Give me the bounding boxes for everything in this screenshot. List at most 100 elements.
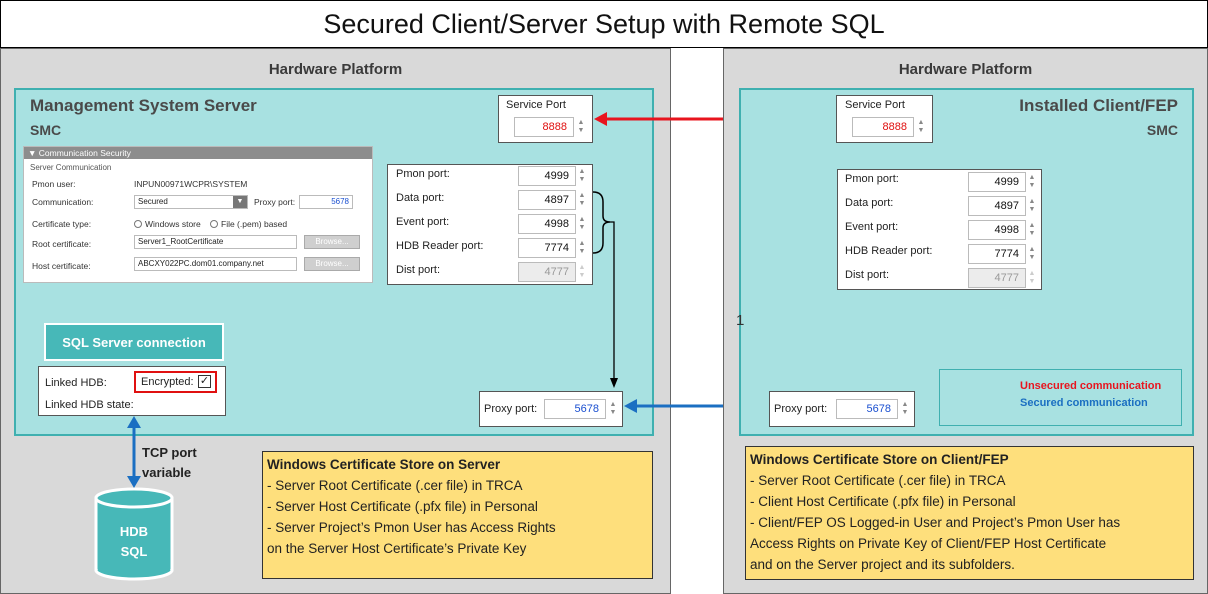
left-proxy-port-label: Proxy port: [484, 403, 538, 415]
spinner-icon[interactable]: ▲▼ [1028, 222, 1036, 237]
spinner-icon[interactable]: ▲▼ [1028, 246, 1036, 261]
linked-hdb-box: Linked HDB: Encrypted: ✓ Linked HDB stat… [38, 366, 226, 416]
right-proxy-port-input[interactable]: 5678 [836, 399, 898, 419]
radio-windows-store[interactable]: Windows store [134, 219, 201, 229]
client-title: Installed Client/FEP [1019, 96, 1178, 115]
legend-box: Unsecured communication Secured communic… [939, 369, 1182, 426]
stray-mark: 1 [736, 312, 745, 329]
linked-hdb-state-label: Linked HDB state: [45, 399, 134, 411]
right-platform-title: Hardware Platform [898, 61, 1033, 78]
root-browse-button[interactable]: Browse... [304, 235, 360, 249]
communication-label: Communication: [32, 197, 94, 207]
spinner-icon[interactable]: ▲▼ [917, 119, 925, 134]
radio-file-based[interactable]: File (.pem) based [210, 219, 287, 229]
diagram-title: Secured Client/Server Setup with Remote … [0, 0, 1208, 48]
legend-secured-label: Secured communication [1020, 397, 1148, 409]
root-certificate-label: Root certificate: [32, 239, 92, 249]
hdb-database-label: HDB SQL [119, 524, 149, 559]
encrypted-checkbox[interactable]: ✓ [198, 375, 211, 388]
left-event-port-input[interactable]: 4998 [518, 214, 576, 234]
client-cert-store-title: Windows Certificate Store on Client/FEP [750, 452, 1009, 467]
right-service-port-box: Service Port 8888 ▲▼ [836, 95, 933, 143]
server-communication-section: Server Communication [30, 163, 112, 172]
spinner-icon[interactable]: ▲▼ [578, 216, 586, 231]
host-certificate-field[interactable]: ABCXY022PC.dom01.company.net [134, 257, 297, 271]
right-ports-box: Pmon port: 4999 ▲▼ Data port: 4897 ▲▼ Ev… [837, 169, 1042, 290]
left-data-port-label: Data port: [396, 192, 445, 204]
pmon-user-value: INPUN00971WCPR\SYSTEM [134, 179, 248, 189]
client-cert-line: and on the Server project and its subfol… [750, 557, 1015, 572]
spinner-icon: ▲▼ [1028, 270, 1036, 285]
client-smc-label: SMC [1146, 122, 1178, 138]
client-cert-line: - Server Root Certificate (.cer file) in… [750, 473, 1006, 488]
server-cert-line: - Server Project’s Pmon User has Access … [267, 520, 556, 535]
host-browse-button[interactable]: Browse... [304, 257, 360, 271]
server-cert-line: - Server Root Certificate (.cer file) in… [267, 478, 523, 493]
pmon-user-label: Pmon user: [32, 179, 76, 189]
spinner-icon[interactable]: ▲▼ [609, 401, 617, 416]
left-dist-port-input: 4777 [518, 262, 576, 282]
left-pmon-port-input[interactable]: 4999 [518, 166, 576, 186]
left-proxy-port-box: Proxy port: 5678 ▲▼ [479, 391, 623, 427]
server-cert-line: on the Server Host Certificate’s Private… [267, 541, 527, 556]
right-dist-port-input: 4777 [968, 268, 1026, 288]
left-service-port-box: Service Port 8888 ▲▼ [498, 95, 593, 143]
spinner-icon[interactable]: ▲▼ [1028, 198, 1036, 213]
server-certificate-store-note: Windows Certificate Store on Server - Se… [262, 451, 653, 579]
spinner-icon[interactable]: ▲▼ [578, 240, 586, 255]
radio-icon [210, 220, 218, 228]
right-dist-port-label: Dist port: [845, 269, 890, 281]
linked-hdb-label: Linked HDB: [45, 377, 107, 389]
root-certificate-field[interactable]: Server1_RootCertificate [134, 235, 297, 249]
tcp-port-label: TCP port variable [142, 445, 197, 480]
client-cert-line: Access Rights on Private Key of Client/F… [750, 536, 1107, 551]
right-data-port-label: Data port: [845, 197, 894, 209]
right-service-port-input[interactable]: 8888 [852, 117, 914, 137]
right-hdb-reader-port-input[interactable]: 7774 [968, 244, 1026, 264]
left-event-port-label: Event port: [396, 216, 450, 228]
spinner-icon[interactable]: ▲▼ [578, 168, 586, 183]
spinner-icon[interactable]: ▲▼ [1028, 174, 1036, 189]
left-hdb-reader-port-input[interactable]: 7774 [518, 238, 576, 258]
right-service-port-label: Service Port [845, 99, 905, 111]
encrypted-label: Encrypted: [141, 376, 194, 388]
communication-security-header[interactable]: ▼ Communication Security [24, 147, 372, 159]
client-certificate-store-note: Windows Certificate Store on Client/FEP … [745, 446, 1194, 580]
communication-security-panel: ▼ Communication Security Server Communic… [23, 146, 373, 283]
legend-unsecured-label: Unsecured communication [1020, 380, 1162, 392]
left-ports-box: Pmon port: 4999 ▲▼ Data port: 4897 ▲▼ Ev… [387, 164, 593, 285]
spinner-icon: ▲▼ [578, 264, 586, 279]
right-proxy-port-label: Proxy port: [774, 403, 828, 415]
right-proxy-port-box: Proxy port: 5678 ▲▼ [769, 391, 915, 427]
host-certificate-label: Host certificate: [32, 261, 91, 271]
communication-select[interactable]: Secured ▼ [134, 195, 248, 209]
right-pmon-port-label: Pmon port: [845, 173, 899, 185]
encrypted-highlight: Encrypted: ✓ [134, 371, 217, 393]
sql-server-connection-button[interactable]: SQL Server connection [44, 323, 224, 361]
left-service-port-label: Service Port [506, 99, 566, 111]
left-platform-title: Hardware Platform [268, 61, 403, 78]
spinner-icon[interactable]: ▲▼ [578, 192, 586, 207]
left-service-port-input[interactable]: 8888 [514, 117, 574, 137]
server-title: Management System Server [30, 96, 257, 115]
right-event-port-label: Event port: [845, 221, 899, 233]
left-hdb-reader-port-label: HDB Reader port: [396, 240, 484, 252]
server-cert-line: - Server Host Certificate (.pfx file) in… [267, 499, 538, 514]
client-cert-line: - Client Host Certificate (.pfx file) in… [750, 494, 1016, 509]
radio-icon [134, 220, 142, 228]
certificate-type-label: Certificate type: [32, 219, 92, 229]
proxy-port-label: Proxy port: [254, 197, 296, 207]
spinner-icon[interactable]: ▲▼ [901, 401, 909, 416]
right-hdb-reader-port-label: HDB Reader port: [845, 245, 933, 257]
right-event-port-input[interactable]: 4998 [968, 220, 1026, 240]
right-data-port-input[interactable]: 4897 [968, 196, 1026, 216]
server-cert-store-title: Windows Certificate Store on Server [267, 457, 501, 472]
left-pmon-port-label: Pmon port: [396, 168, 450, 180]
chevron-down-icon: ▼ [233, 196, 247, 208]
left-dist-port-label: Dist port: [396, 264, 441, 276]
left-proxy-port-input[interactable]: 5678 [544, 399, 606, 419]
right-pmon-port-input[interactable]: 4999 [968, 172, 1026, 192]
left-data-port-input[interactable]: 4897 [518, 190, 576, 210]
spinner-icon[interactable]: ▲▼ [577, 119, 585, 134]
proxy-port-field[interactable]: 5678 [299, 195, 353, 209]
